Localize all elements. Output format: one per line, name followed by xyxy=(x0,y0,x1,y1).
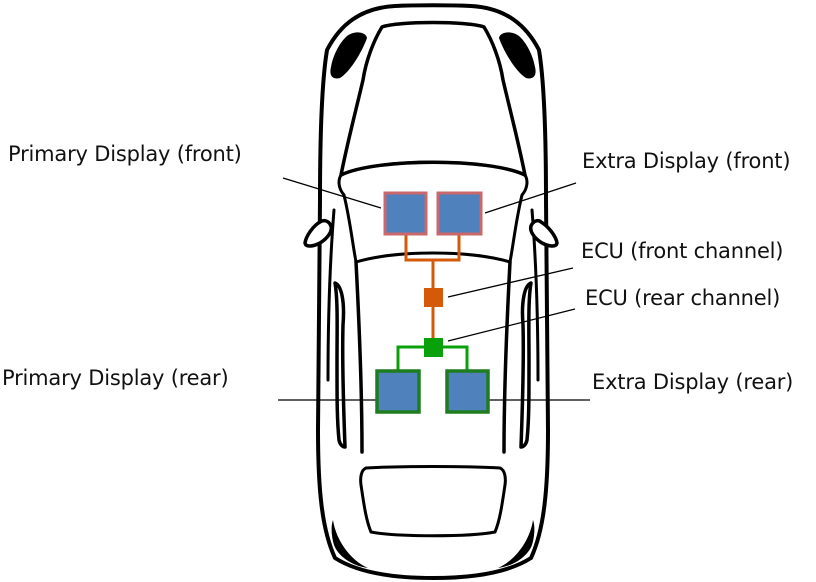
car-lights xyxy=(330,32,536,568)
left-body-line-outer xyxy=(354,260,364,454)
car-outer-shell xyxy=(316,3,550,580)
taillight-left xyxy=(331,520,368,568)
label-primary-display-front: Primary Display (front) xyxy=(8,142,242,166)
mirror-left xyxy=(303,218,333,248)
leader-lines xyxy=(278,177,590,401)
right-body-line-outer xyxy=(502,260,512,454)
leader-ecu-rear xyxy=(447,308,576,342)
right-body-line-inner xyxy=(519,281,533,449)
hood-outline xyxy=(339,20,527,177)
front-wiring xyxy=(404,234,461,338)
leader-ecu-front xyxy=(447,267,574,298)
leader-primary-front xyxy=(282,177,382,209)
mirror-right xyxy=(529,218,559,248)
headlight-left xyxy=(330,32,367,79)
rear-window xyxy=(359,465,507,538)
label-primary-display-rear: Primary Display (rear) xyxy=(2,366,229,390)
left-body-line-inner xyxy=(333,281,347,449)
headlight-right xyxy=(499,32,536,79)
label-ecu-front-channel: ECU (front channel) xyxy=(581,239,784,263)
ecu-rear-channel xyxy=(424,338,443,357)
primary-display-front xyxy=(383,191,428,236)
label-ecu-rear-channel: ECU (rear channel) xyxy=(585,286,781,310)
windshield xyxy=(337,160,529,264)
ecu-front-channel xyxy=(424,288,443,307)
primary-display-rear xyxy=(375,369,421,414)
taillight-right xyxy=(498,520,535,568)
car-body xyxy=(316,3,550,580)
side-mirrors xyxy=(303,218,559,248)
label-extra-display-rear: Extra Display (rear) xyxy=(592,370,794,394)
extra-display-rear xyxy=(445,369,490,414)
leader-extra-front xyxy=(484,182,577,214)
extra-display-front xyxy=(436,191,483,236)
label-extra-display-front: Extra Display (front) xyxy=(582,149,791,173)
